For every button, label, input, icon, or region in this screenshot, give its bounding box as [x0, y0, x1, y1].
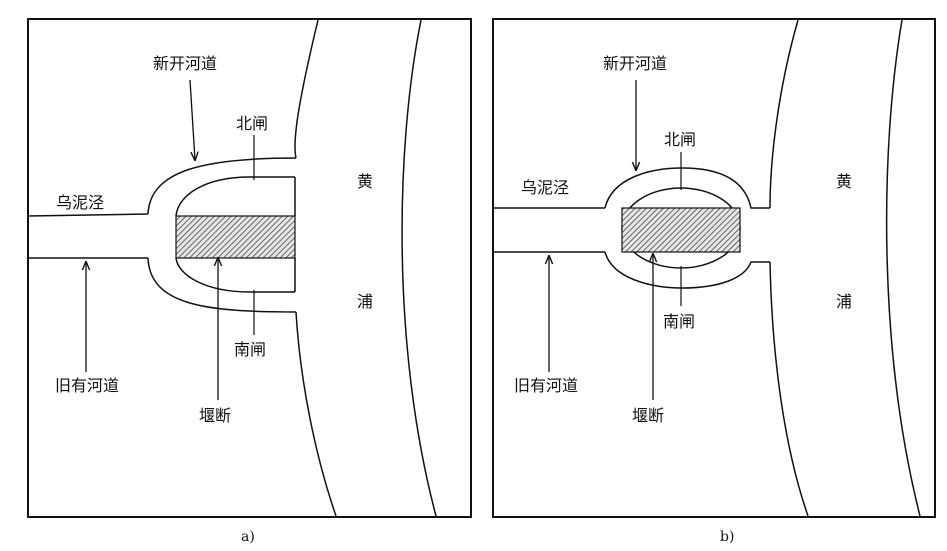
panel-b-new-channel-outer-south — [604, 251, 770, 289]
panel-a-old-channel-top-bank — [27, 213, 149, 217]
panel-b-river-left-bank-lower — [769, 261, 809, 517]
panel-a-river-left-bank-upper — [294, 19, 319, 159]
panel-a-huangpu-char-2: 浦 — [357, 292, 373, 311]
panel-b-north-gate-label: 北闸 — [664, 130, 696, 149]
panel-b-river-left-bank-upper — [769, 19, 799, 209]
panel-b-frame — [492, 18, 936, 518]
panel-a-island-south-bank — [175, 257, 295, 293]
panel-a-huangpu-char-1: 黄 — [357, 172, 373, 191]
panel-a-river-right-bank — [401, 19, 437, 517]
panel-b-old-channel-label: 旧有河道 — [514, 376, 578, 395]
panel-b-dam-block — [621, 207, 741, 253]
panel-b-river-right-bank — [885, 19, 921, 517]
panel-a-new-channel-outer-north — [147, 157, 297, 215]
panel-b: 新开河道 北闸 乌泥泾 南闸 旧有河道 堰断 黄 浦 b) — [492, 18, 936, 545]
panel-b-new-channel-label: 新开河道 — [603, 54, 667, 73]
panel-a-old-channel-label: 旧有河道 — [55, 376, 119, 395]
panel-a-river-wuni-label: 乌泥泾 — [56, 193, 104, 212]
panel-b-dam-label: 堰断 — [632, 406, 664, 425]
panel-b-huangpu-char-2: 浦 — [836, 292, 852, 311]
panel-a-new-channel-outer-south — [147, 257, 297, 313]
panel-a-south-gate-label: 南闸 — [234, 340, 266, 359]
panel-b-caption: b) — [720, 529, 734, 545]
panel-a-river-left-bank-lower — [295, 311, 337, 517]
panel-b-south-gate-label: 南闸 — [663, 312, 695, 331]
panel-a-new-channel-label: 新开河道 — [153, 54, 217, 73]
panel-b-new-channel-outer-north — [604, 167, 770, 209]
panel-b-river-wuni-label: 乌泥泾 — [521, 178, 569, 197]
panel-a-frame — [27, 18, 472, 518]
panel-a: 新开河道 北闸 乌泥泾 南闸 旧有河道 堰断 黄 浦 a) — [27, 18, 472, 545]
panel-a-dam-label: 堰断 — [199, 406, 231, 425]
panel-a-caption: a) — [241, 529, 255, 545]
panel-a-north-gate-label: 北闸 — [236, 114, 268, 133]
panel-a-dam-block — [175, 215, 296, 259]
panel-a-island-north-bank — [175, 176, 295, 217]
panel-b-huangpu-char-1: 黄 — [836, 172, 852, 191]
panel-a-new-channel-arrow — [189, 79, 195, 160]
